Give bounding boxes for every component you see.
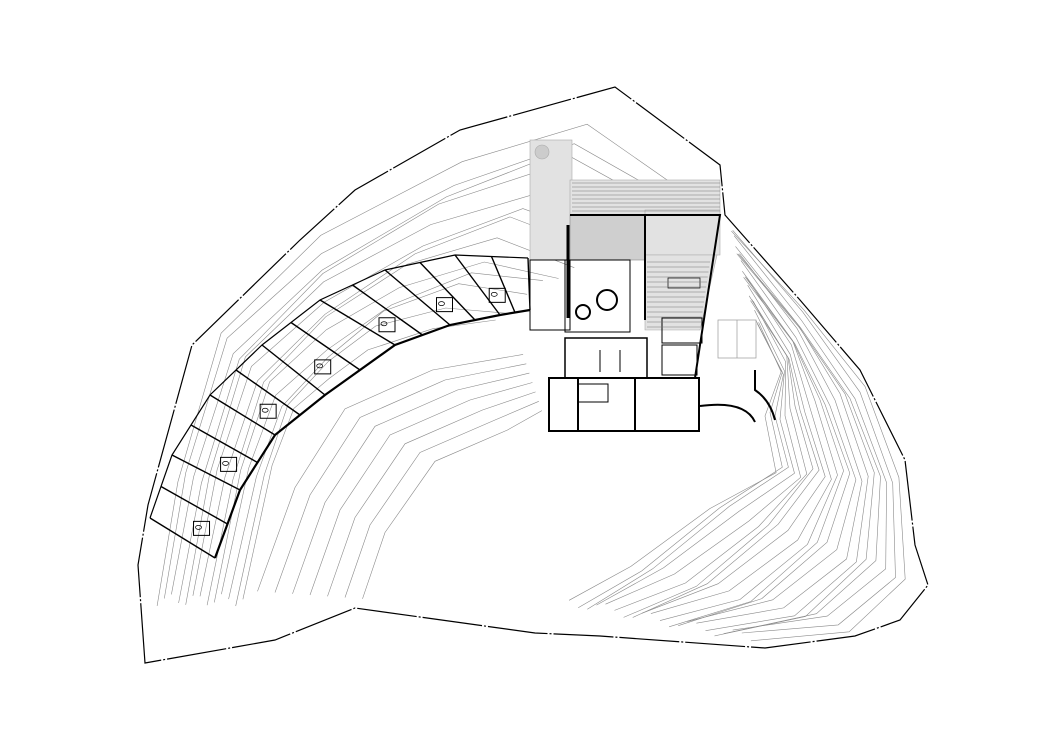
room-divider [454,254,501,316]
room-divider [352,284,423,336]
contour-line [344,401,539,598]
contour-line [327,391,536,597]
contour-line [696,253,863,624]
contour-line [235,307,512,607]
contour-line [292,372,530,594]
contour-line [650,277,832,614]
room-divider [209,394,276,436]
bathroom [259,403,277,419]
bathroom [378,317,396,333]
contour-line [687,260,857,622]
contour-line [678,271,851,626]
contour-line [206,237,575,606]
contour-line [578,323,783,609]
fountain [534,144,550,160]
contour-line [568,322,782,601]
site-boundary [137,86,929,664]
contour-line [199,216,591,597]
bathtub [195,525,202,530]
contour-line [164,143,669,599]
bathtub [438,301,445,306]
contour-line [156,123,685,606]
contour-lines [156,123,906,642]
contour-line [723,246,881,634]
guest-room-wing [149,254,531,559]
contour-line [623,300,814,618]
contour-line [596,309,795,606]
contour-line [309,382,533,596]
room-divider [190,424,258,464]
bathroom [314,359,332,375]
room-divider [261,344,326,396]
main-building [529,214,776,432]
room-divider [419,262,476,321]
contour-line [641,285,826,614]
contour-line [732,230,896,634]
contour-line [659,276,838,621]
contour-line [257,354,524,592]
terrace-steps [572,182,720,328]
contour-line [714,253,875,637]
bathtub [490,292,498,297]
contour-line [221,272,543,595]
contour-line [587,320,789,610]
bathtub [380,321,388,327]
contour-line [731,230,906,642]
round-seat [575,304,591,320]
room-divider [319,299,396,346]
contour-line [632,295,820,618]
contour-line [614,299,808,611]
bathtub [316,363,324,369]
room-divider [290,321,361,371]
bathroom [436,297,453,313]
bathtub [261,407,269,413]
room-divider [235,369,301,416]
room-divider [160,485,228,525]
bathtub [222,461,229,466]
room-divider [171,454,241,491]
room-divider [490,256,516,313]
contour-line [228,283,528,600]
roof-area [569,214,646,261]
wing-inner-wall [213,308,531,559]
contour-line [605,301,802,605]
contour-line [242,319,496,600]
bathroom [220,456,238,472]
bathroom [488,287,506,303]
contour-line [362,410,543,599]
contour-line [732,235,887,631]
terraces [529,139,721,331]
contour-line [705,253,869,631]
contour-line [274,363,527,593]
bathroom [193,520,211,536]
room-divider [149,517,216,559]
contour-line [214,261,559,603]
room-divider [384,269,451,326]
round-seat [596,289,618,311]
